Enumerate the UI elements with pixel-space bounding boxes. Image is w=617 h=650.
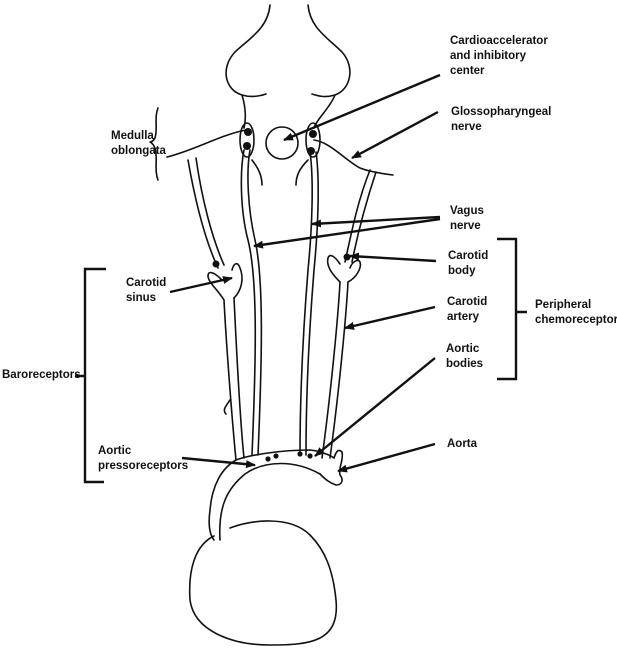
label-aortic-bodies: Aortic bodies <box>446 343 484 370</box>
chemoreceptors-bracket <box>497 239 527 379</box>
label-medulla-oblongata: Medulla oblongata <box>111 130 166 157</box>
label-peripheral-chemoreceptors: Peripheral chemoreceptors <box>535 299 617 326</box>
arrow-vagus-right <box>311 217 440 228</box>
brainstem <box>167 5 393 175</box>
arrow-glossopharyngeal <box>351 112 438 158</box>
label-glossopharyngeal-nerve: Glossopharyngeal nerve <box>451 106 552 133</box>
arrow-aorta <box>337 444 435 473</box>
label-aortic-pressoreceptors: Aortic pressoreceptors <box>98 445 189 472</box>
label-aorta: Aorta <box>447 438 478 450</box>
label-vagus-nerve: Vagus nerve <box>450 205 484 232</box>
arrow-cardio-center <box>283 75 440 140</box>
right-vagus-nerve <box>296 152 318 455</box>
arrow-carotid-body <box>349 252 436 261</box>
arrow-carotid-sinus <box>170 276 233 292</box>
label-baroreceptors: Baroreceptors <box>2 369 81 381</box>
carotid-body-left-dot <box>212 260 220 268</box>
heart <box>190 521 337 645</box>
pointer-arrows <box>170 75 440 473</box>
cardio-center-circle <box>266 127 298 159</box>
right-carotid-artery <box>322 256 360 458</box>
aortic-body-dots <box>265 451 313 462</box>
left-glossopharyngeal-nerve <box>188 158 224 268</box>
baroreceptors-bracket <box>75 269 106 482</box>
arrow-aortic-bodies <box>314 358 435 456</box>
arrow-vagus-left <box>253 219 440 249</box>
right-glossopharyngeal-nerve <box>345 170 376 262</box>
label-carotid-body: Carotid body <box>448 250 489 277</box>
label-carotid-artery: Carotid artery <box>447 296 488 323</box>
label-cardio-center: Cardioaccelerator and inhibitory center <box>450 35 548 77</box>
medullary-nuclei <box>243 128 317 155</box>
arrow-aortic-pressoreceptors <box>182 458 256 469</box>
left-carotid-artery <box>208 264 244 460</box>
label-carotid-sinus: Carotid sinus <box>126 277 167 304</box>
left-vagus-nerve <box>241 150 262 455</box>
aortic-arch <box>209 450 342 540</box>
medulla-brace <box>150 108 158 180</box>
carotid-body-right-dot <box>343 253 351 261</box>
arrow-carotid-artery <box>344 307 435 330</box>
